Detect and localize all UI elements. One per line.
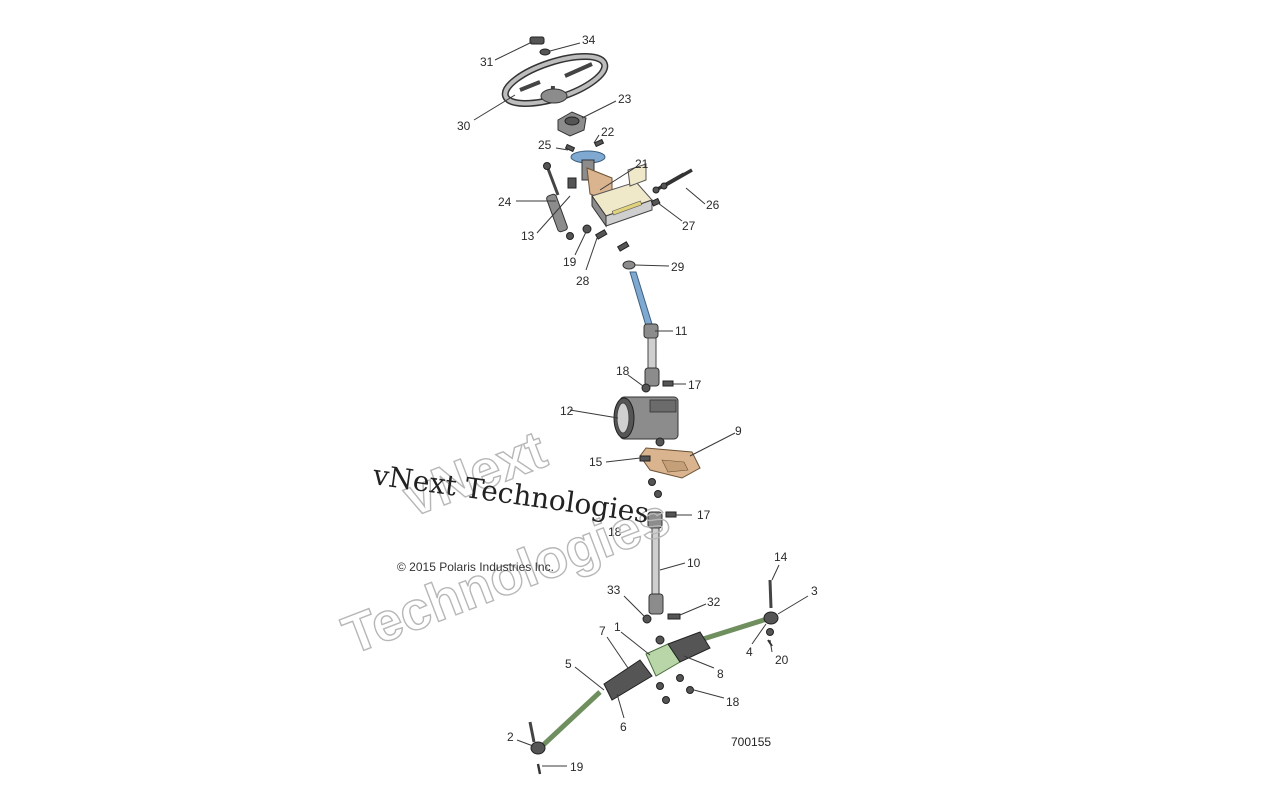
- callout-18-upper: 18: [616, 364, 630, 378]
- part-30-steering-wheel: [501, 53, 609, 107]
- callout-20: 20: [775, 653, 789, 667]
- part-bracket-bolt: [567, 177, 577, 189]
- callout-30: 30: [457, 119, 471, 133]
- callout-21: 21: [635, 157, 649, 171]
- callout-31: 31: [480, 55, 494, 69]
- part-3-tie-rod-end-right: [763, 579, 779, 647]
- part-9-bracket: [639, 447, 701, 479]
- part-22-bolt: [593, 138, 605, 148]
- callout-19-lower: 19: [570, 760, 584, 774]
- callout-7: 7: [599, 624, 606, 638]
- callout-34: 34: [582, 33, 596, 47]
- callout-18-mid: 18: [608, 525, 622, 539]
- figure-id: 700155: [731, 735, 771, 749]
- part-17-bolt-lower: [665, 511, 677, 518]
- part-rack-assembly: [538, 615, 771, 750]
- callout-11: 11: [675, 324, 688, 338]
- callout-25: 25: [538, 138, 552, 152]
- part-15-bolt: [639, 455, 651, 462]
- part-2-tie-rod-end-left: [528, 721, 546, 775]
- callout-17-lower: 17: [697, 508, 711, 522]
- callout-27: 27: [682, 219, 696, 233]
- part-18-rack-nuts: [656, 674, 694, 704]
- callout-4: 4: [746, 645, 753, 659]
- leader-lines: [473, 41, 809, 767]
- callout-29: 29: [671, 260, 685, 274]
- part-28-bolt: [594, 229, 630, 252]
- callout-12: 12: [560, 404, 574, 418]
- callout-13: 13: [521, 229, 535, 243]
- callout-24: 24: [498, 195, 512, 209]
- part-spacer-nuts: [648, 478, 662, 498]
- callout-18-lower: 18: [726, 695, 740, 709]
- callout-6: 6: [620, 720, 627, 734]
- part-21-tilt-mount: [570, 150, 653, 228]
- part-17-bolt-upper: [662, 380, 674, 387]
- copyright-notice: © 2015 Polaris Industries Inc.: [397, 560, 554, 574]
- callout-3: 3: [811, 584, 818, 598]
- part-31-cap: [529, 36, 545, 45]
- callout-28: 28: [576, 274, 590, 288]
- part-27-nut: [650, 197, 661, 207]
- part-25-bolt: [564, 143, 576, 153]
- part-18-nut-upper: [641, 383, 651, 393]
- callout-32: 32: [707, 595, 721, 609]
- part-34-nut: [539, 48, 551, 56]
- watermark: vNext Technologies vNext Technologies: [334, 419, 678, 667]
- callout-26: 26: [706, 198, 720, 212]
- part-32-bolt: [667, 613, 681, 620]
- callout-22: 22: [601, 125, 615, 139]
- part-23-hub-adapter: [557, 111, 587, 137]
- callout-23: 23: [618, 92, 632, 106]
- callout-8: 8: [717, 667, 724, 681]
- part-10-lower-shaft: [647, 511, 664, 615]
- callout-33: 33: [607, 583, 621, 597]
- part-11-upper-shaft: [629, 271, 660, 387]
- part-26-bolts: [652, 168, 693, 194]
- callout-2: 2: [507, 730, 514, 744]
- callout-9: 9: [735, 424, 742, 438]
- part-12-eps-unit: [613, 396, 679, 447]
- callout-1: 1: [614, 620, 621, 634]
- callout-19-upper: 19: [563, 255, 577, 269]
- callout-labels: 31 34 30 23 25 22 21 24 13 26 27 19 28 2…: [457, 33, 818, 774]
- callout-15: 15: [589, 455, 603, 469]
- callout-14: 14: [774, 550, 788, 564]
- part-24-gas-strut: [543, 162, 574, 240]
- callout-5: 5: [565, 657, 572, 671]
- callout-17-upper: 17: [688, 378, 702, 392]
- part-29-collar: [622, 260, 636, 270]
- callout-10: 10: [687, 556, 701, 570]
- part-19-nut-upper: [582, 224, 592, 234]
